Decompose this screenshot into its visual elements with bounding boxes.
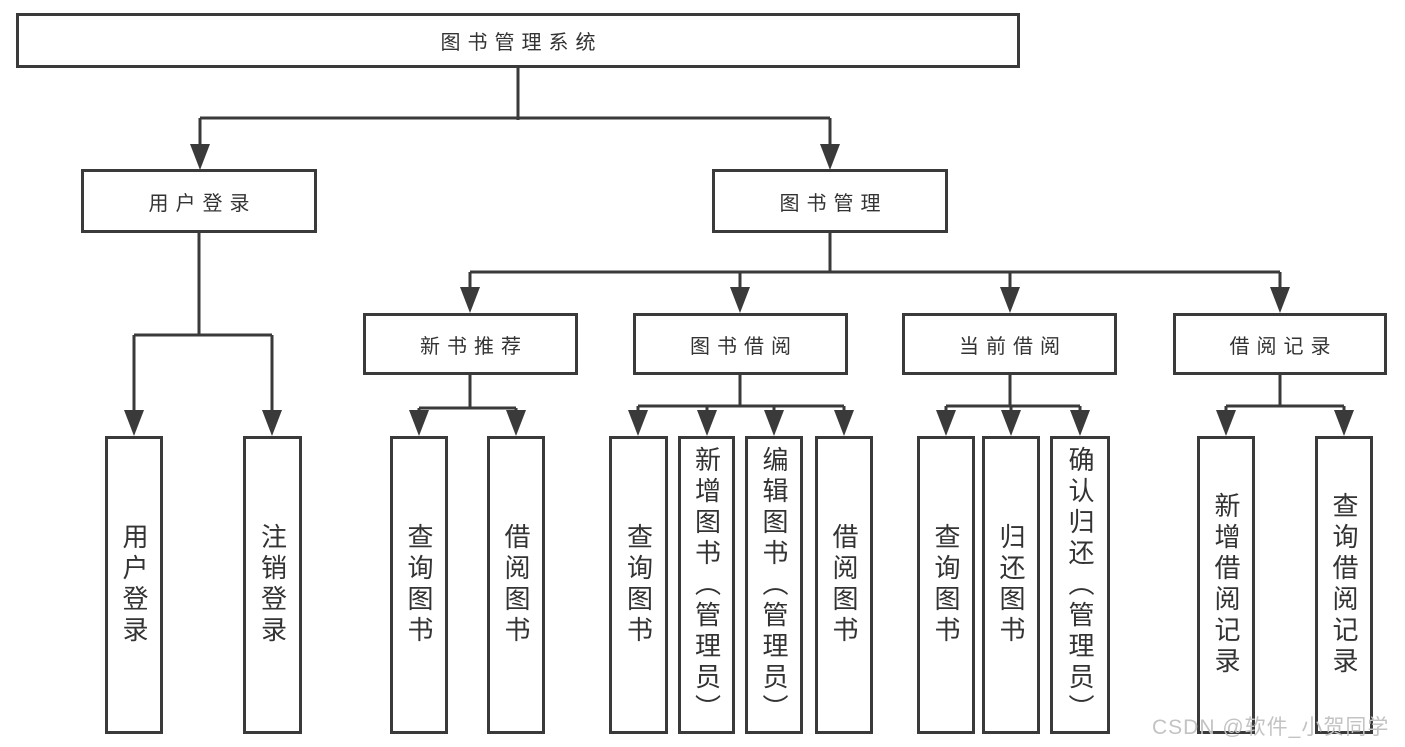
leaf-borrow-books-1: 借阅图书 (487, 436, 545, 734)
leaf-user-login-label: 用户登录 (119, 523, 149, 647)
leaf-query-borrow-record-label: 查询借阅记录 (1329, 492, 1359, 678)
leaf-query-borrow-record: 查询借阅记录 (1315, 436, 1373, 734)
leaf-add-borrow-record-label: 新增借阅记录 (1211, 492, 1241, 678)
leaf-edit-book-admin: 编辑图书（管理员） (745, 436, 803, 734)
node-current-borrow: 当前借阅 (902, 313, 1117, 375)
node-book-management: 图书管理 (712, 169, 948, 233)
leaf-query-books-3-label: 查询图书 (931, 523, 961, 647)
leaf-add-book-admin: 新增图书（管理员） (678, 436, 735, 734)
leaf-borrow-books-1-label: 借阅图书 (501, 523, 531, 647)
leaf-borrow-books-2: 借阅图书 (815, 436, 873, 734)
leaf-edit-book-admin-label: 编辑图书（管理员） (759, 445, 789, 725)
node-borrow-records-label: 借阅记录 (1229, 335, 1338, 358)
node-user-login-label: 用户登录 (148, 192, 257, 215)
node-borrow-records: 借阅记录 (1173, 313, 1387, 375)
node-root: 图书管理系统 (16, 13, 1020, 68)
leaf-return-book-label: 归还图书 (996, 523, 1026, 647)
node-new-book-recommend: 新书推荐 (363, 313, 578, 375)
node-book-borrow-label: 图书借阅 (690, 335, 798, 358)
leaf-query-books-3: 查询图书 (917, 436, 975, 734)
node-root-label: 图书管理系统 (440, 32, 603, 54)
leaf-user-login: 用户登录 (105, 436, 163, 734)
leaf-return-book: 归还图书 (982, 436, 1040, 734)
node-current-borrow-label: 当前借阅 (959, 335, 1067, 358)
leaf-logout: 注销登录 (243, 436, 302, 734)
leaf-query-books-1-label: 查询图书 (404, 523, 434, 647)
csdn-watermark: CSDN @软件_小贺同学 (1152, 716, 1390, 739)
leaf-query-books-1: 查询图书 (390, 436, 448, 734)
connector-stems (132, 68, 1346, 414)
node-book-borrow: 图书借阅 (633, 313, 848, 375)
leaf-confirm-return-admin-label: 确认归还（管理员） (1065, 445, 1095, 725)
leaf-confirm-return-admin: 确认归还（管理员） (1050, 436, 1110, 734)
node-new-book-recommend-label: 新书推荐 (420, 335, 528, 358)
leaf-add-borrow-record: 新增借阅记录 (1197, 436, 1255, 734)
leaf-borrow-books-2-label: 借阅图书 (829, 523, 859, 647)
leaf-logout-label: 注销登录 (257, 523, 288, 647)
node-book-management-label: 图书管理 (779, 192, 888, 215)
leaf-add-book-admin-label: 新增图书（管理员） (691, 445, 722, 725)
arrowheads (124, 144, 1354, 436)
leaf-query-books-2-label: 查询图书 (623, 523, 654, 647)
node-user-login: 用户登录 (81, 169, 317, 233)
leaf-query-books-2: 查询图书 (609, 436, 668, 734)
